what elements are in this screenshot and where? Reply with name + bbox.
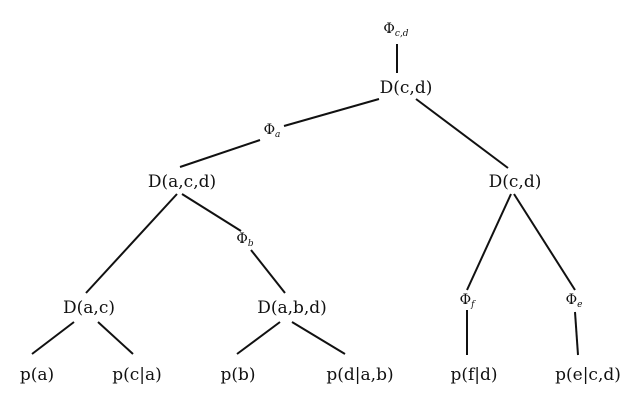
phi-e-node: Φe [566,292,583,310]
edge-dabd-pdab [291,321,346,355]
root-node: D(c,d) [379,78,433,98]
edge-dac-pa [31,321,75,355]
d-ac-node: D(a,c) [63,298,115,318]
edge-dacd-dac [85,193,178,294]
edge-root-dcd [415,98,509,169]
phi-cd-symbol: Φ [383,21,395,37]
phi-b-node: Φb [236,231,253,249]
edge-root-phia [283,98,380,127]
edge-dabd-pb [236,321,281,355]
edge-dcd-phif [466,193,512,291]
phi-cd-subscript: c,d [394,29,409,39]
phi-cd-node: Φc,d [383,21,408,39]
p-a-leaf: p(a) [19,365,55,385]
p-d-given-ab-leaf: p(d|a,b) [326,365,394,385]
p-c-given-a-leaf: p(c|a) [112,365,162,385]
phi-e-symbol: Φ [565,292,578,308]
phi-b-symbol: Φ [236,231,248,247]
phi-a-subscript: a [275,130,281,140]
d-abd-node: D(a,b,d) [257,298,327,318]
phi-f-node: Φf [460,292,475,310]
p-e-given-cd-leaf: p(e|c,d) [555,365,621,385]
phi-b-subscript: b [247,239,254,249]
edge-phia-dacd [179,139,261,168]
edge-dacd-phib [181,193,242,232]
d-cd-node: D(c,d) [488,172,542,192]
phi-f-symbol: Φ [459,292,472,308]
p-f-given-d-leaf: p(f|d) [450,365,498,385]
edge-phie-pecd [574,311,579,356]
phi-e-subscript: e [577,300,583,310]
edge-dcd-phie [513,193,576,291]
d-acd-node: D(a,c,d) [147,172,217,192]
edge-dac-pca [97,321,134,355]
p-b-leaf: p(b) [220,365,256,385]
edge-phib-dabd [250,249,286,294]
phi-a-symbol: Φ [263,122,276,138]
phi-a-node: Φa [264,122,281,140]
phi-f-subscript: f [471,300,475,310]
